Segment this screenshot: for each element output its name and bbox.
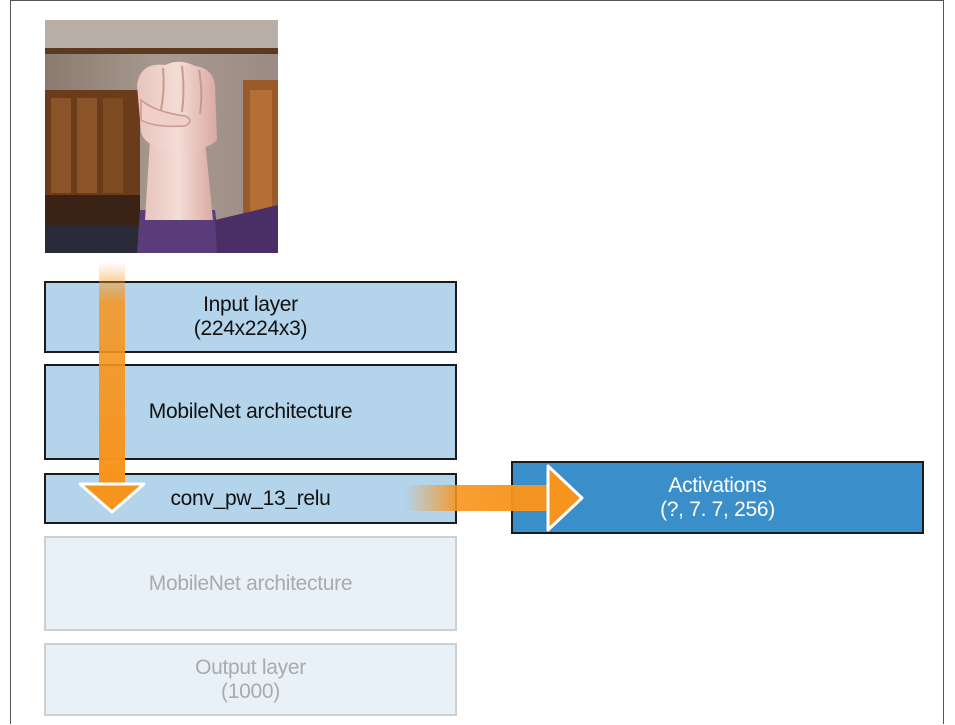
input-photo	[45, 20, 278, 253]
output-layer-title: Output layer	[195, 655, 306, 679]
mobilenet-architecture-label-bottom: MobileNet architecture	[148, 571, 353, 595]
activations-shape: (?, 7. 7, 256)	[660, 497, 775, 521]
activations-box: Activations (?, 7. 7, 256)	[511, 461, 924, 534]
mobilenet-architecture-box-top: MobileNet architecture	[44, 364, 457, 460]
activations-title: Activations	[668, 473, 767, 497]
mobilenet-architecture-box-bottom: MobileNet architecture	[44, 536, 457, 631]
input-layer-title: Input layer	[203, 293, 298, 316]
conv-pw-13-relu-box: conv_pw_13_relu	[44, 473, 457, 524]
output-layer-shape: (1000)	[221, 679, 280, 703]
output-layer-box: Output layer (1000)	[44, 643, 457, 716]
conv-pw-13-relu-label: conv_pw_13_relu	[170, 486, 331, 510]
diagram-frame	[10, 0, 944, 724]
input-layer-box: Input layer (224x224x3)	[44, 281, 457, 353]
input-layer-shape: (224x224x3)	[193, 317, 308, 340]
mobilenet-architecture-label-top: MobileNet architecture	[148, 400, 353, 423]
raised-fist-photo-icon	[45, 20, 278, 253]
